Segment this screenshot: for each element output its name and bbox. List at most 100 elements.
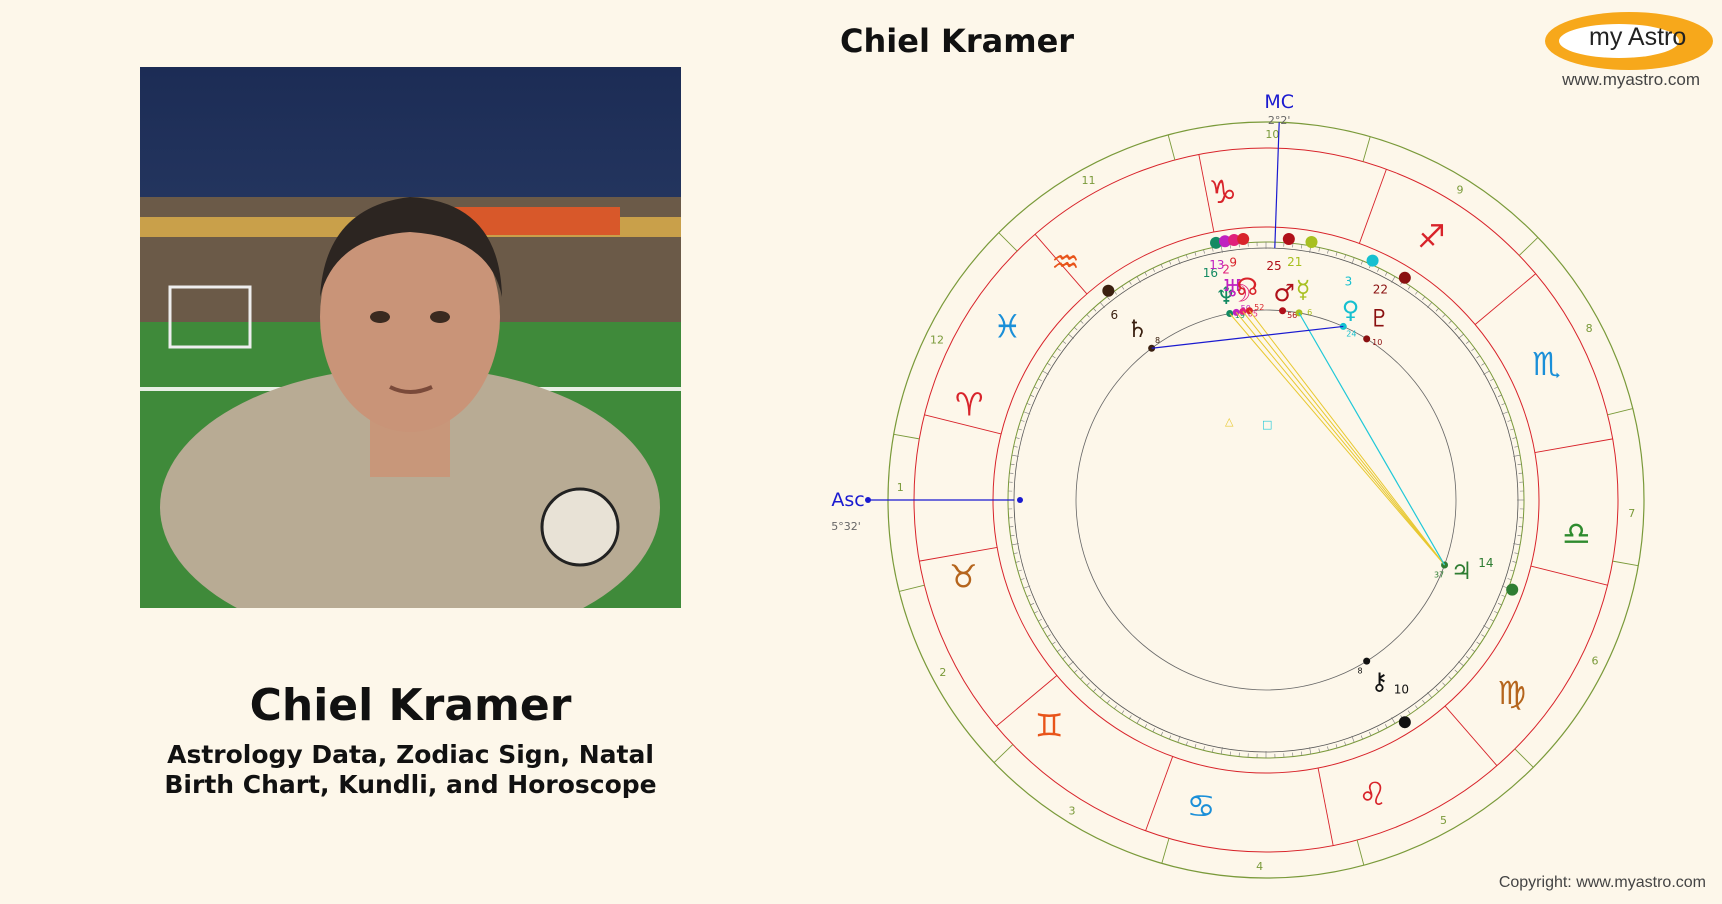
house-number-9: 9 — [1456, 184, 1463, 197]
degree-tick — [1093, 689, 1096, 692]
degree-tick — [1030, 395, 1034, 397]
sign-glyph: ♎ — [1562, 515, 1591, 553]
degree-tick — [1477, 642, 1480, 644]
planet-degree: 10 — [1394, 682, 1409, 696]
asc-label: Asc — [831, 489, 864, 511]
aspect-line-opposition — [1152, 326, 1344, 348]
house-number-10: 10 — [1265, 128, 1279, 141]
degree-tick — [1080, 321, 1083, 324]
mc-degree: 2°2' — [1268, 114, 1291, 127]
degree-tick — [1057, 348, 1060, 350]
profile-photo — [140, 67, 681, 608]
degree-tick — [1415, 291, 1417, 294]
planet-marker-north-node — [1237, 233, 1249, 245]
degree-tick — [1038, 379, 1042, 381]
house-divider — [1168, 135, 1175, 160]
degree-tick — [1100, 302, 1104, 307]
house-divider — [1515, 749, 1533, 767]
house-number-8: 8 — [1586, 322, 1593, 335]
degree-tick — [1512, 438, 1516, 439]
planet-degree: 3 — [1345, 274, 1353, 288]
aspect-line-trine — [1230, 313, 1445, 564]
planet-glyph-chiron: ⚷ — [1371, 667, 1389, 695]
degree-tick — [1204, 746, 1205, 750]
house-divider — [1162, 838, 1169, 863]
degree-tick — [1087, 683, 1090, 686]
degree-tick — [1087, 314, 1090, 317]
degree-tick — [1107, 297, 1109, 300]
house-number-11: 11 — [1082, 174, 1096, 187]
degree-tick — [1392, 277, 1396, 283]
degree-tick — [1477, 356, 1480, 358]
house-number-12: 12 — [930, 334, 944, 347]
degree-tick — [1107, 700, 1109, 703]
planet-marker-mars — [1283, 233, 1295, 245]
degree-tick — [1063, 341, 1066, 343]
planet-glyph-jupiter: ♃ — [1451, 557, 1473, 585]
degree-tick — [1043, 371, 1049, 375]
degree-tick — [1011, 464, 1015, 465]
sign-glyph: ♌ — [1358, 775, 1387, 813]
planet-marker-mercury — [1305, 236, 1317, 248]
degree-tick — [1471, 649, 1474, 651]
degree-tick — [1458, 334, 1463, 338]
house-number-3: 3 — [1069, 804, 1076, 817]
degree-tick — [1344, 742, 1345, 746]
degree-tick — [1034, 387, 1038, 389]
planet-glyph-north-node: ☊ — [1237, 273, 1258, 301]
degree-tick — [1466, 341, 1469, 343]
house-number-5: 5 — [1440, 814, 1447, 827]
person-name: Chiel Kramer — [140, 680, 681, 731]
degree-tick — [1408, 286, 1410, 289]
degree-tick — [1422, 297, 1424, 300]
degree-tick — [1455, 327, 1458, 330]
degree-tick — [1016, 561, 1020, 562]
planet-minute: 10 — [1372, 338, 1382, 347]
degree-tick — [1212, 248, 1213, 252]
degree-tick — [1129, 281, 1131, 284]
house-divider — [1608, 409, 1633, 415]
degree-tick — [1510, 429, 1514, 430]
degree-tick — [1422, 700, 1424, 703]
degree-tick — [1369, 732, 1371, 736]
house-divider — [899, 585, 924, 591]
degree-tick — [1436, 689, 1439, 692]
degree-tick — [1021, 420, 1025, 421]
degree-tick — [1510, 570, 1514, 571]
degree-tick — [1212, 748, 1213, 752]
sign-glyph: ♍ — [1498, 674, 1527, 712]
degree-tick — [1466, 656, 1469, 658]
degree-tick — [1030, 603, 1034, 605]
degree-tick — [1034, 611, 1038, 613]
degree-tick — [1018, 429, 1022, 430]
degree-tick — [1481, 363, 1484, 365]
degree-tick — [1063, 656, 1066, 658]
sign-divider — [1146, 757, 1173, 831]
chart-title: Chiel Kramer — [840, 22, 1074, 60]
degree-tick — [1449, 676, 1452, 679]
degree-tick — [1336, 744, 1337, 748]
degree-tick — [1093, 308, 1096, 311]
sign-ring-inner — [993, 227, 1539, 773]
sign-divider — [1318, 768, 1333, 846]
degree-tick — [1442, 314, 1445, 317]
degree-tick — [1471, 348, 1474, 350]
aspect-line-trine — [1243, 311, 1445, 565]
sign-glyph: ♈ — [955, 386, 984, 424]
sign-divider — [1535, 439, 1613, 453]
copyright[interactable]: Copyright: www.myastro.com — [1499, 874, 1706, 892]
planet-glyph-saturn: ♄ — [1126, 315, 1148, 343]
degree-tick — [1301, 245, 1302, 249]
degree-tick — [1038, 619, 1042, 621]
degree-tick — [1018, 570, 1022, 571]
planet-aspect-point — [1363, 658, 1370, 665]
degree-tick — [1195, 252, 1196, 256]
house-number-2: 2 — [939, 666, 946, 679]
degree-ring-inner — [1014, 248, 1518, 752]
degree-tick — [1427, 302, 1431, 307]
degree-tick — [1408, 711, 1410, 714]
planet-minute: 8 — [1358, 667, 1363, 676]
degree-tick — [1114, 705, 1116, 708]
planet-marker-pluto — [1399, 272, 1411, 284]
